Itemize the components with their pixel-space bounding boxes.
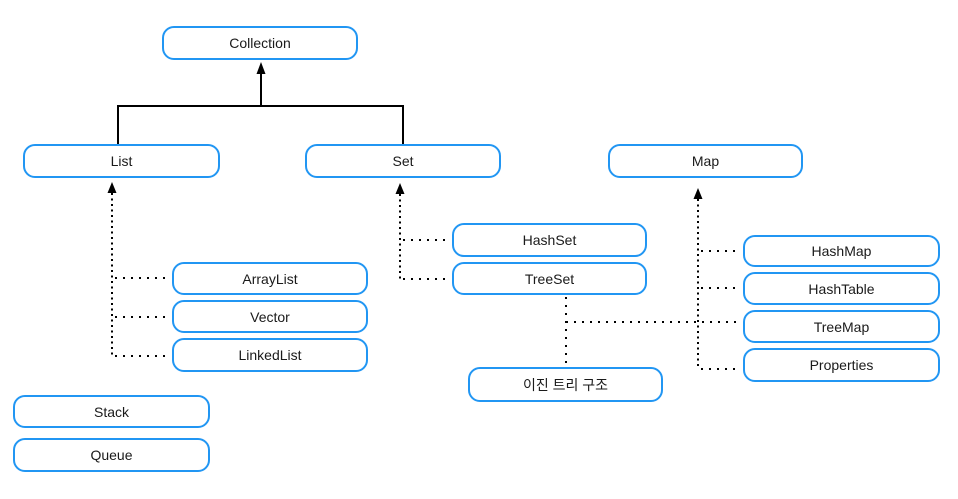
edge-list-set-to-collection [117,62,404,144]
edge-treeset-treemap-to-binary-tree [565,297,741,363]
node-binary-tree-structure: 이진 트리 구조 [468,367,663,402]
node-collection: Collection [162,26,358,60]
node-hashset: HashSet [452,223,647,257]
node-hashmap: HashMap [743,235,940,267]
node-set: Set [305,144,501,178]
node-arraylist: ArrayList [172,262,368,295]
node-treeset: TreeSet [452,262,647,295]
node-linkedlist: LinkedList [172,338,368,372]
edge-implementations-to-map [693,188,741,370]
node-hashtable: HashTable [743,272,940,305]
node-properties: Properties [743,348,940,382]
node-queue: Queue [13,438,210,472]
node-list: List [23,144,220,178]
edge-implementations-to-list [107,182,170,357]
edge-implementations-to-set [395,183,450,280]
node-vector: Vector [172,300,368,333]
node-stack: Stack [13,395,210,428]
node-map: Map [608,144,803,178]
node-treemap: TreeMap [743,310,940,343]
